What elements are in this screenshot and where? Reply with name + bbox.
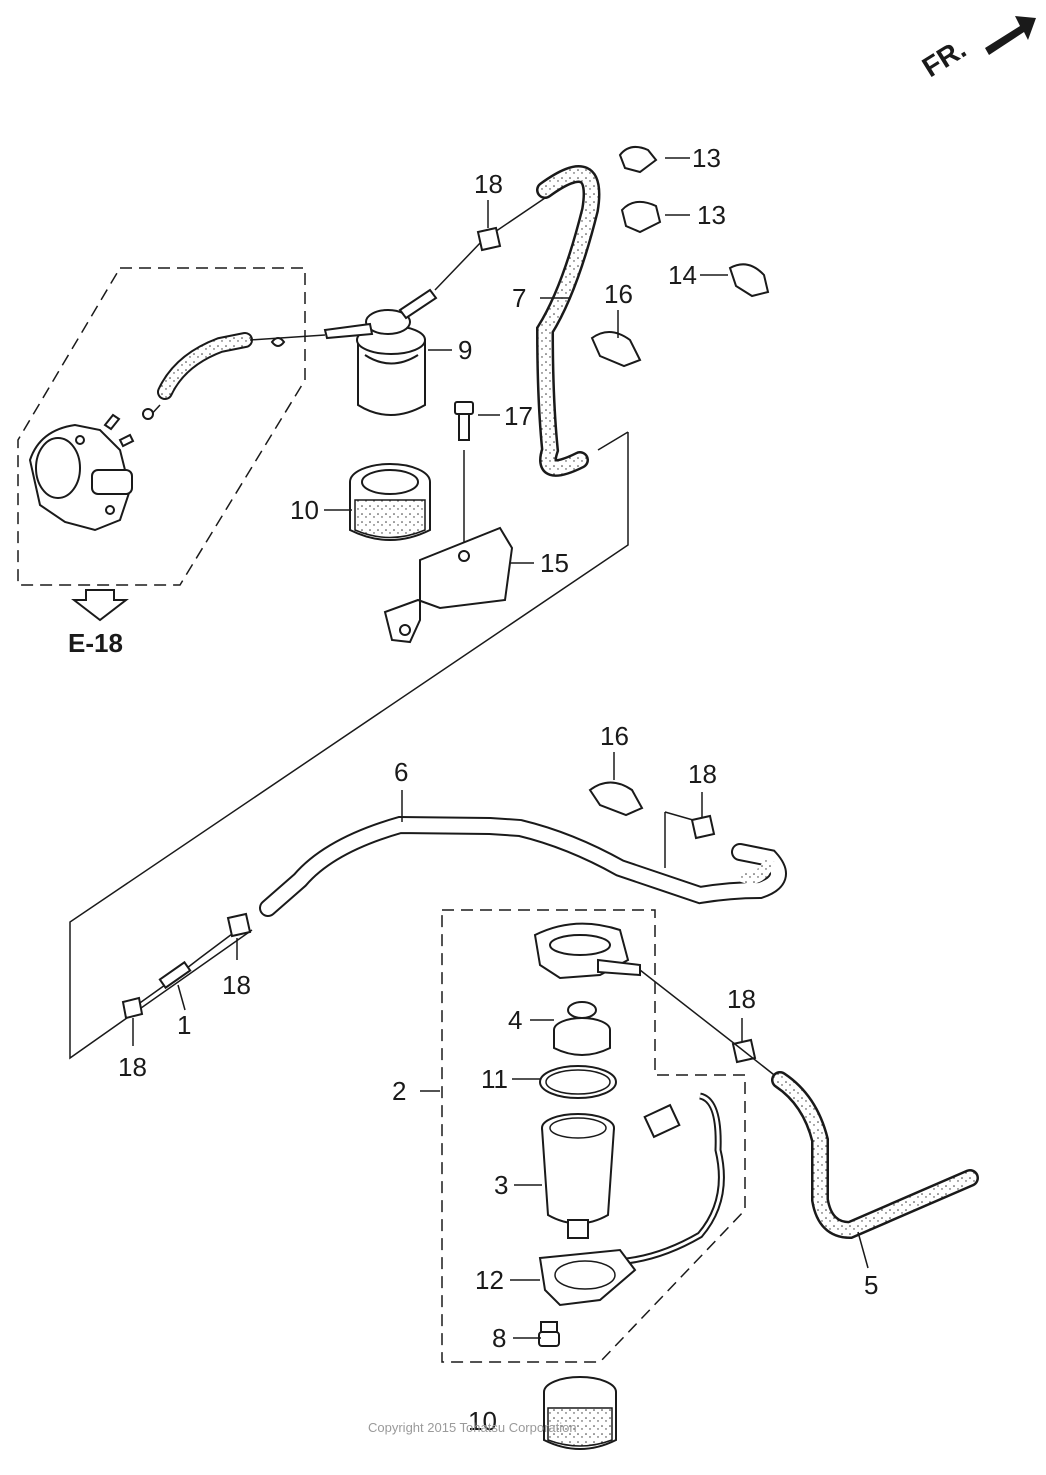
callout-13b: 13 (697, 200, 726, 230)
reference-label: E-18 (68, 628, 123, 658)
fuel-filter-icon (323, 288, 438, 416)
callout-1: 1 (177, 1010, 191, 1040)
hose-clip-13b-icon (620, 200, 662, 234)
callout-18b: 18 (688, 759, 717, 789)
hose-clip-16a-icon (590, 331, 642, 368)
screw-icon (538, 1321, 560, 1347)
pump-group-outline (17, 267, 306, 586)
callout-7: 7 (512, 283, 526, 313)
plate-icon (538, 1248, 637, 1307)
hose-clip-18-icon (121, 996, 144, 1020)
fuel-pump-icon (28, 413, 135, 532)
hose-clip-16b-icon (588, 781, 644, 817)
callout-18a: 18 (474, 169, 503, 199)
bolt-17-icon (454, 401, 474, 441)
front-arrow-icon (985, 16, 1036, 55)
callout-15: 15 (540, 548, 569, 578)
callout-16b: 16 (600, 721, 629, 751)
connector-1-icon (158, 960, 192, 990)
callout-14: 14 (668, 260, 697, 290)
callout-13a: 13 (692, 143, 721, 173)
front-direction-indicator: FR. (917, 16, 1036, 83)
hose-clip-13a-icon (618, 145, 658, 174)
callout-17: 17 (504, 401, 533, 431)
filter-holder-icon (349, 463, 431, 541)
callout-numbers: 13 13 14 18 7 16 9 17 10 15 16 6 18 18 1… (118, 143, 878, 1436)
hose-clip-14-icon (728, 263, 770, 298)
callout-10a: 10 (290, 495, 319, 525)
callout-18c: 18 (222, 970, 251, 1000)
reference-arrow: E-18 (68, 589, 129, 658)
filter-holder-bottom-icon (543, 1376, 617, 1450)
fuel-strainer-icon (541, 1113, 615, 1239)
arrow-down-icon (71, 589, 129, 622)
copyright-notice: Copyright 2015 Tohatsu Corporation (368, 1420, 577, 1435)
callout-6: 6 (394, 757, 408, 787)
callout-3: 3 (494, 1170, 508, 1200)
o-ring-icon (539, 1065, 617, 1099)
callout-2: 2 (392, 1076, 406, 1106)
bracket-icon (383, 526, 514, 644)
front-direction-label: FR. (917, 33, 972, 83)
callout-5: 5 (864, 1270, 878, 1300)
leader-lines (132, 157, 869, 1339)
callout-9: 9 (458, 335, 472, 365)
hose-clip-icon (476, 226, 502, 252)
callout-18d: 18 (118, 1052, 147, 1082)
callout-11: 11 (481, 1064, 508, 1094)
callout-10b: 10 (468, 1406, 497, 1436)
connector-icon (643, 1103, 681, 1139)
hose-clip-18-icon (226, 912, 252, 938)
grommet-icon (553, 1001, 611, 1056)
callout-16a: 16 (604, 279, 633, 309)
callout-18e: 18 (727, 984, 756, 1014)
callout-8: 8 (492, 1323, 506, 1353)
callout-12: 12 (475, 1265, 504, 1295)
hose-clip-18-icon (690, 814, 716, 840)
strainer-cap-icon (533, 922, 641, 980)
strainer-group-outline (441, 909, 746, 1363)
callout-4: 4 (508, 1005, 522, 1035)
